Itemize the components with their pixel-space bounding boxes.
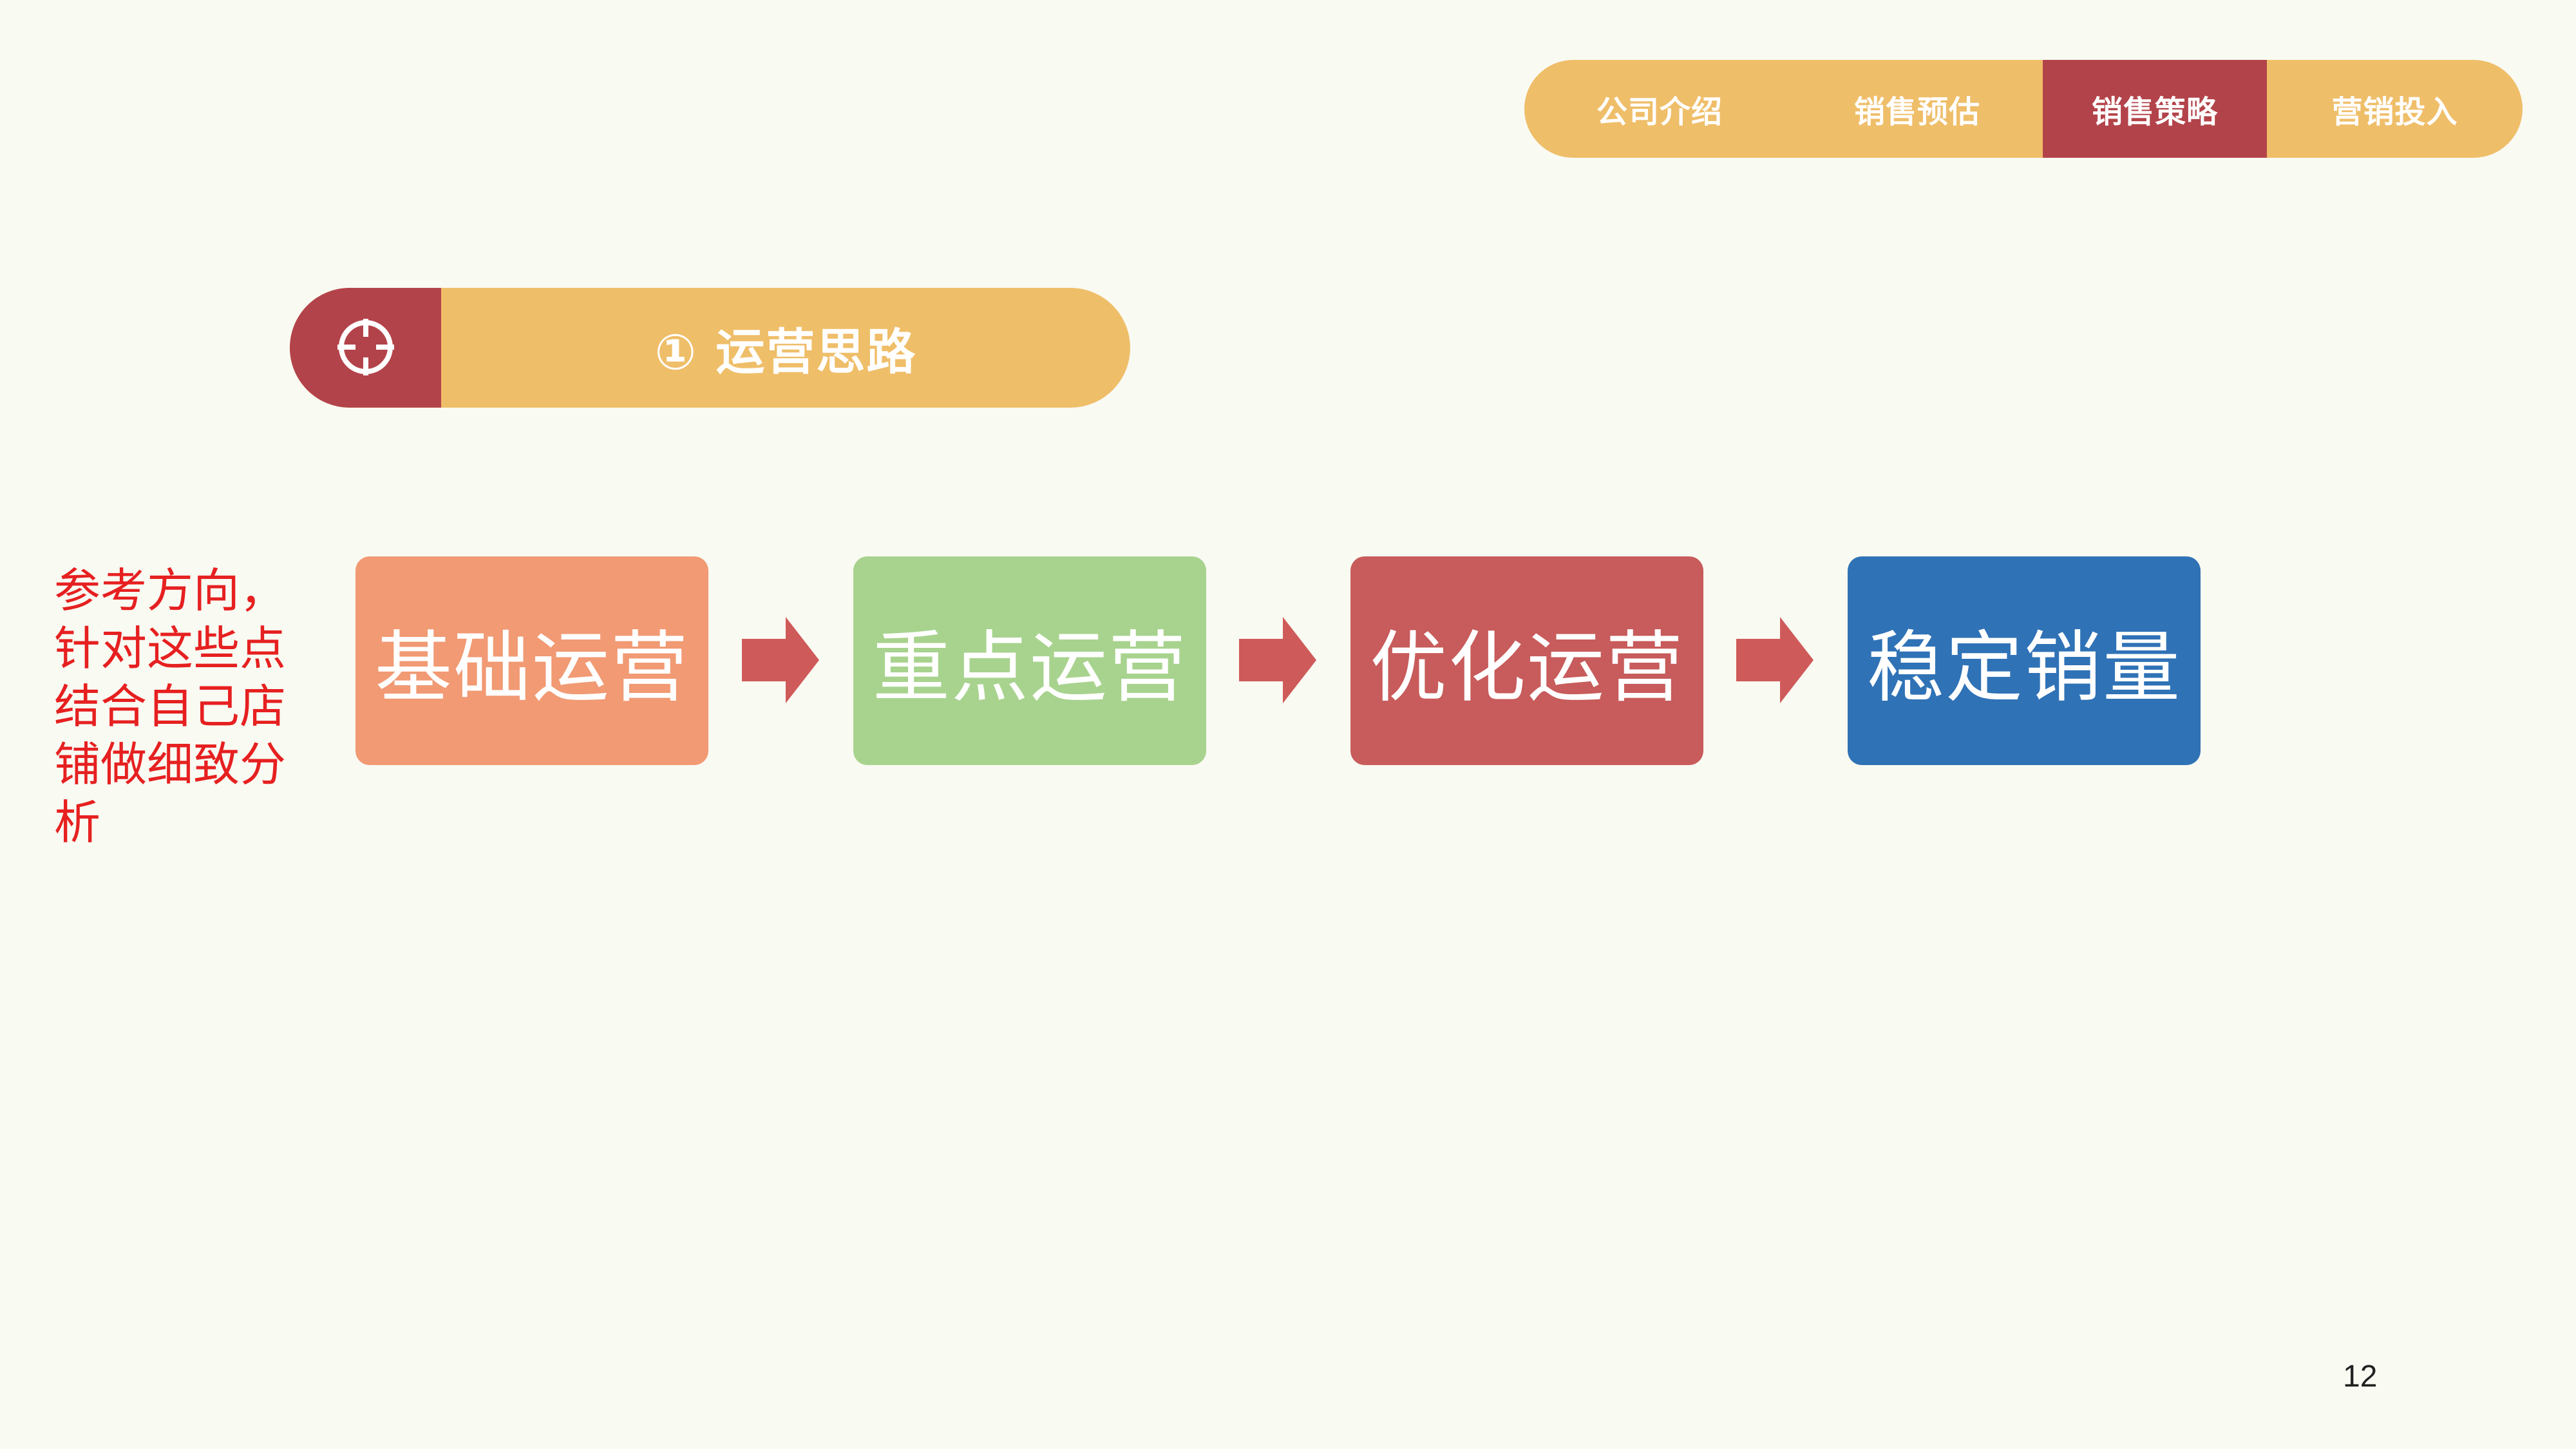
tab-marketing-investment[interactable]: 营销投入 [2331,94,2458,130]
tab-company-intro[interactable]: 公司介绍 [1596,94,1723,130]
arrow-right-icon [1239,617,1316,703]
page-number: 12 [2343,1359,2378,1394]
crosshair-icon [337,319,394,375]
reference-note: 参考方向，针对这些点结合自己店铺做细致分析 [54,564,287,849]
flow-step-optimize-operation: 优化运营 [1350,556,1703,765]
arrow-right-icon [1736,617,1814,703]
flow-step-key-operation: 重点运营 [853,556,1206,765]
tab-sales-strategy[interactable]: 销售策略 [2043,60,2267,158]
section-icon-box [290,288,441,408]
flow-step-stable-sales: 稳定销量 [1848,556,2201,765]
flow-step-basic-operation: 基础运营 [355,556,708,765]
arrow-right-icon [742,617,819,703]
section-header: ① 运营思路 [290,288,1130,408]
section-title: ① 运营思路 [654,323,917,381]
top-nav: 公司介绍 销售预估 销售策略 营销投入 [1524,60,2523,158]
tab-sales-forecast[interactable]: 销售预估 [1853,94,1980,130]
